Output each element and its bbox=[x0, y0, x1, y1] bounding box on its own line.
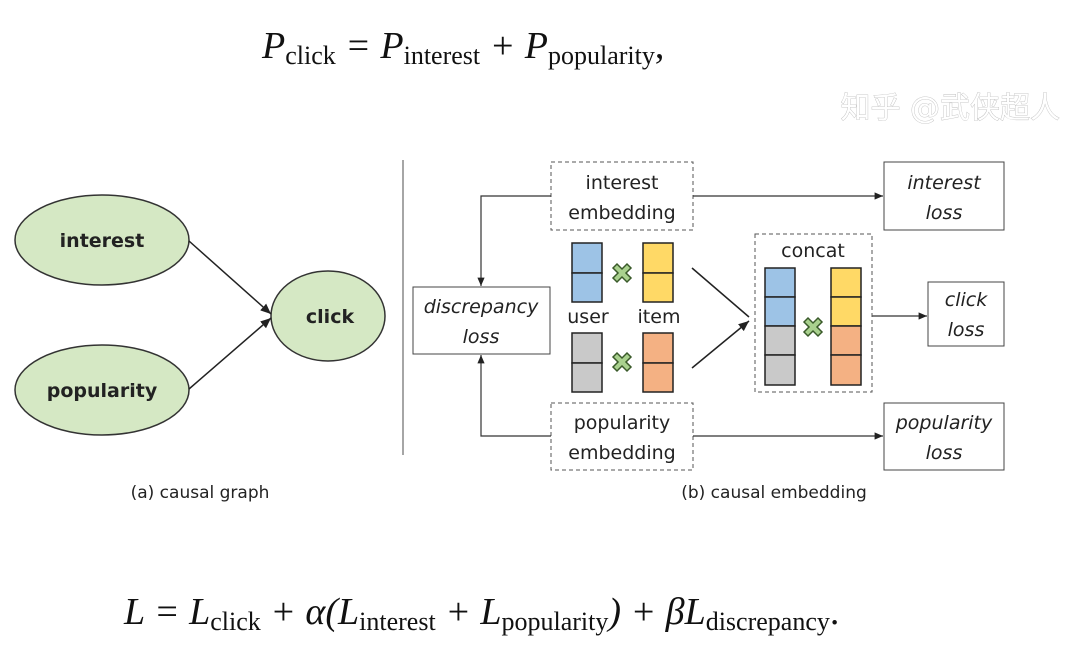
popularity-node bbox=[14, 344, 190, 436]
interest-to-click-arrow bbox=[188, 240, 272, 315]
popularity-loss-label-1: popularity bbox=[895, 412, 993, 434]
click-loss-label-2: loss bbox=[948, 319, 985, 341]
interest-loss-label-1: interest bbox=[907, 172, 982, 194]
click-loss-label-1: click bbox=[945, 289, 988, 311]
popularity-loss-label-2: loss bbox=[926, 442, 963, 464]
discrepancy-loss-label-1: discrepancy bbox=[424, 296, 539, 318]
embedding-vectors bbox=[571, 242, 674, 393]
popularity-node-label: popularity bbox=[47, 380, 158, 402]
causal-graph: interest popularity click (a) causal gra… bbox=[14, 194, 386, 503]
discrepancy-loss-box bbox=[412, 286, 551, 355]
multiply-icon bbox=[612, 263, 632, 283]
click-probability-formula: Pclick = Pinterest + Ppopularity, bbox=[261, 25, 664, 70]
discrepancy-loss-label-2: loss bbox=[463, 326, 500, 348]
interest-to-discrepancy-arrow bbox=[477, 195, 551, 286]
popularity-embedding-label-2: embedding bbox=[568, 442, 675, 464]
popularity-to-concat-line bbox=[691, 320, 750, 369]
interest-loss-box bbox=[883, 161, 1005, 231]
concat-vectors bbox=[764, 267, 862, 386]
concat-label: concat bbox=[781, 240, 845, 262]
interest-node-label: interest bbox=[60, 230, 145, 252]
popularity-loss-box bbox=[883, 402, 1005, 471]
click-node-label: click bbox=[306, 306, 355, 328]
interest-embedding-label-1: interest bbox=[586, 172, 659, 194]
multiply-icon bbox=[612, 352, 632, 372]
caption-a: (a) causal graph bbox=[131, 483, 270, 503]
watermark: 知乎 @武侠超人 bbox=[840, 91, 1060, 126]
click-node bbox=[270, 270, 386, 362]
item-label: item bbox=[638, 306, 681, 328]
loss-formula: L = Lclick + α(Linterest + Lpopularity) … bbox=[123, 591, 839, 636]
interest-loss-label-2: loss bbox=[926, 202, 963, 224]
interest-embedding-label-2: embedding bbox=[568, 202, 675, 224]
popularity-embedding-label-1: popularity bbox=[574, 412, 671, 434]
popularity-to-click-arrow bbox=[188, 317, 272, 390]
user-label: user bbox=[567, 306, 609, 328]
interest-node bbox=[14, 194, 190, 286]
caption-b: (b) causal embedding bbox=[681, 483, 867, 503]
causal-embedding: interest embedding popularity embedding … bbox=[412, 161, 1005, 503]
popularity-to-discrepancy-arrow bbox=[477, 355, 551, 437]
interest-to-concat-line bbox=[691, 267, 750, 318]
click-loss-box bbox=[927, 281, 1005, 347]
